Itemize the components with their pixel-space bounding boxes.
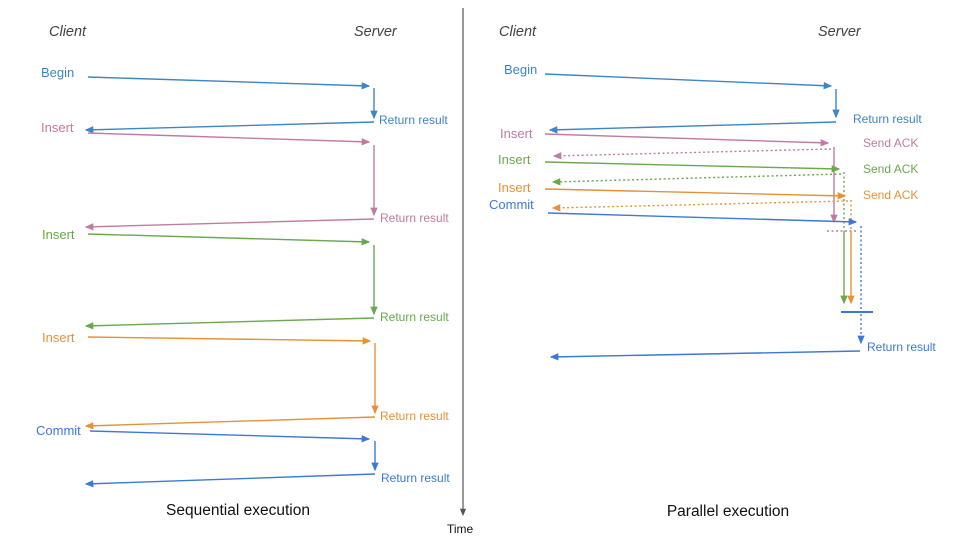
seq-client-header: Client (49, 24, 87, 40)
seq-return-result-5: Return result (381, 471, 450, 485)
par-insert3-label: Insert (498, 180, 531, 195)
seq-insert3-exchange (84, 336, 379, 430)
par-insert1-exchange (544, 133, 857, 232)
par-insert2-exchange (544, 161, 848, 305)
par-commit-exchange (547, 212, 873, 361)
seq-return-result-3: Return result (380, 310, 449, 324)
seq-begin-label: Begin (41, 65, 75, 80)
par-return-result-2: Return result (867, 340, 936, 354)
seq-begin-exchange (84, 76, 378, 134)
sequential-execution-title: Sequential execution (166, 502, 310, 519)
par-begin-label: Begin (504, 62, 538, 77)
parallel-execution-title: Parallel execution (666, 503, 790, 520)
seq-insert3-label: Insert (42, 330, 75, 345)
par-insert1-label: Insert (500, 126, 533, 141)
seq-insert1-exchange (84, 132, 378, 231)
seq-commit-exchange (84, 430, 379, 488)
seq-return-result-2: Return result (380, 211, 449, 225)
seq-insert2-label: Insert (42, 227, 75, 242)
seq-insert2-exchange (84, 233, 378, 330)
seq-server-header: Server (354, 24, 397, 40)
seq-return-result-1: Return result (379, 113, 448, 127)
par-send-ack-1: Send ACK (863, 136, 919, 150)
seq-commit-label: Commit (36, 423, 81, 438)
par-send-ack-3: Send ACK (863, 188, 919, 202)
par-return-result-1: Return result (853, 112, 922, 126)
par-server-header: Server (818, 24, 861, 40)
par-commit-label: Commit (489, 197, 534, 212)
seq-insert1-label: Insert (41, 120, 74, 135)
time-axis-label: Time (447, 522, 474, 536)
seq-return-result-4: Return result (380, 409, 449, 423)
par-insert2-label: Insert (498, 152, 531, 167)
par-insert3-exchange (544, 188, 855, 305)
par-send-ack-2: Send ACK (863, 162, 919, 176)
par-client-header: Client (499, 24, 537, 40)
par-begin-exchange (544, 73, 840, 134)
